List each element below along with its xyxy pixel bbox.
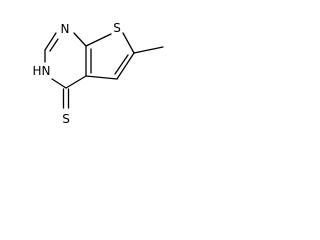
bond-c7a-n1 bbox=[73, 32, 87, 47]
bond-c6-c5 bbox=[116, 52, 135, 80]
bond-c7a-s bbox=[85, 33, 112, 47]
bond-c4-c4a bbox=[65, 75, 87, 89]
bond-c5-c4a bbox=[85, 75, 118, 80]
bond-s-c6 bbox=[122, 32, 135, 54]
bond-n1-c2 bbox=[44, 32, 57, 51]
bond-c6-c5-inner bbox=[114, 54, 129, 75]
chemical-structure-diagram: S N N H S bbox=[32, 21, 164, 126]
bond-c6-methyl bbox=[133, 46, 164, 54]
atom-label-n1: N bbox=[61, 22, 70, 36]
bond-n1-c2-inner bbox=[49, 38, 59, 52]
atom-label-s-thione: S bbox=[62, 112, 70, 126]
atom-label-n3: N bbox=[42, 64, 51, 78]
bond-n3-c4 bbox=[51, 78, 67, 89]
atom-label-s-ring: S bbox=[113, 21, 121, 35]
atom-label-n3-h: H bbox=[32, 64, 41, 78]
